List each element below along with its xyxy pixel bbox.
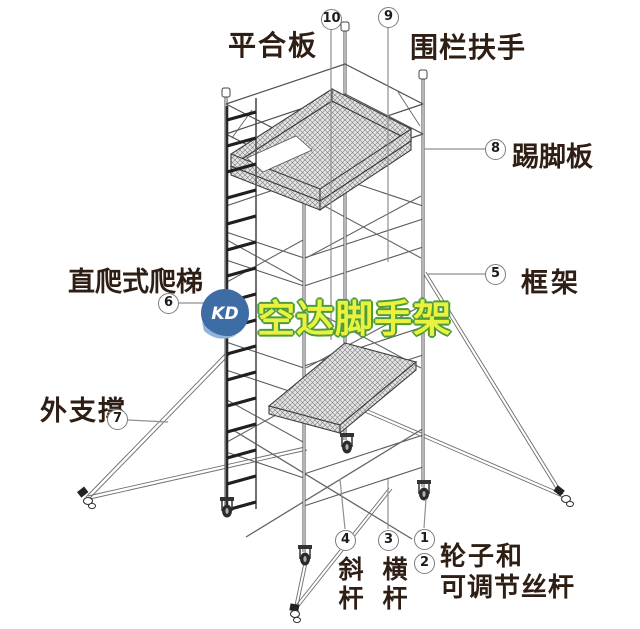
foot-icon (289, 603, 301, 624)
callout-3: 3 (378, 530, 399, 551)
label-horizontal-rod: 横杆 (379, 556, 408, 614)
caster-icon (298, 545, 312, 566)
watermark-brand-text: 空达脚手架 (257, 297, 453, 341)
label-wheels-line1: 轮子和 (440, 542, 525, 572)
middle-platform (267, 342, 418, 435)
callout-4: 4 (335, 530, 356, 551)
callout-5: 5 (485, 264, 506, 285)
foot-icon (553, 485, 574, 508)
label-toe-board: 踢脚板 (512, 142, 593, 173)
platform-hatch-opening (246, 135, 313, 173)
label-platform-board: 平合板 (228, 29, 319, 62)
caster-wheels (220, 433, 431, 566)
diagonal-braces (226, 91, 425, 540)
label-guardrail-handrail: 围栏扶手 (410, 31, 527, 64)
foot-icon (77, 486, 96, 510)
label-wheels-line2: 可调节丝杆 (440, 573, 576, 603)
callout-6: 6 (158, 293, 179, 314)
kd-logo-text: KD (211, 304, 238, 324)
callout-1: 1 (414, 529, 435, 550)
callout-8: 8 (485, 139, 506, 160)
callout-10: 10 (321, 9, 342, 30)
kd-logo: KD (199, 286, 251, 344)
label-frame: 框架 (521, 268, 581, 299)
caster-icon (220, 497, 234, 518)
label-diagonal-rod: 斜杆 (335, 556, 364, 614)
label-climbing-ladder: 直爬式爬梯 (68, 267, 203, 298)
top-platform (229, 87, 413, 212)
callout-2: 2 (414, 553, 435, 574)
callout-9: 9 (378, 7, 399, 28)
callout-7: 7 (107, 409, 128, 430)
caster-icon (417, 480, 431, 501)
outrigger-feet (77, 485, 574, 624)
caster-icon (340, 433, 354, 454)
